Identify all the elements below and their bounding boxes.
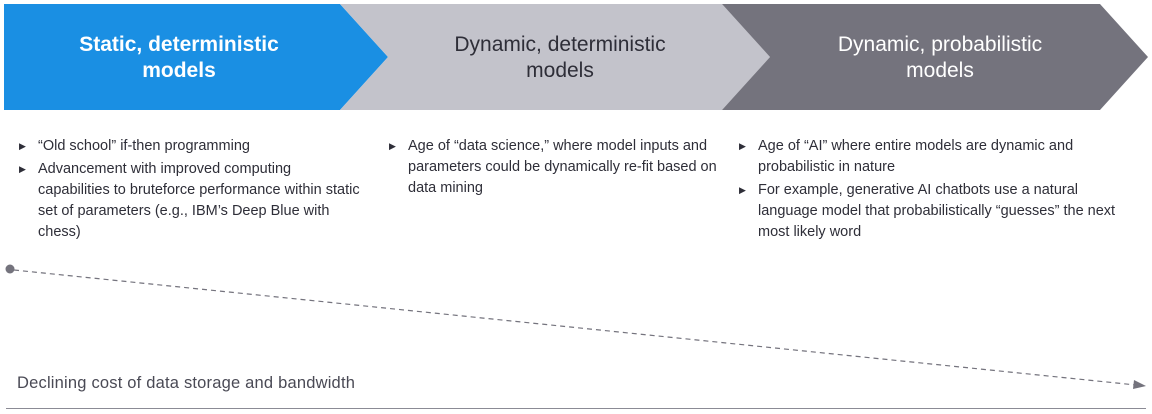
- triangle-right-icon: ▶: [19, 164, 26, 174]
- triangle-right-icon: ▶: [19, 141, 26, 151]
- list-item: ▶ Age of “data science,” where model inp…: [389, 138, 717, 196]
- dot-icon: [5, 264, 15, 274]
- chevron-stage-3: [722, 4, 1148, 110]
- list-item: ▶ Age of “AI” where entire models are dy…: [739, 138, 1074, 175]
- arrowhead-icon: [1133, 380, 1146, 389]
- triangle-right-icon: ▶: [739, 141, 746, 151]
- stage-3-title: Dynamic, probabilistic models: [837, 33, 1043, 82]
- process-chevrons: [4, 4, 1148, 110]
- trend-dashed-line: [13, 269, 1137, 386]
- divider: [6, 408, 1146, 409]
- stage-1-title: Static, deterministic models: [79, 33, 279, 82]
- chevron-stage-2: [340, 4, 770, 110]
- stage-1-bullets: ▶ “Old school” if-then programming ▶ Adv…: [16, 136, 361, 245]
- list-item: ▶ Advancement with improved computing ca…: [19, 161, 360, 240]
- list-item: ▶ “Old school” if-then programming: [16, 136, 361, 157]
- triangle-right-icon: ▶: [739, 185, 746, 195]
- stage-3-bullets: ▶ Age of “AI” where entire models are dy…: [736, 136, 1116, 245]
- trend-line: [5, 264, 1146, 389]
- stage-2-title: Dynamic, deterministic models: [454, 33, 666, 82]
- trend-label: Declining cost of data storage and bandw…: [17, 374, 356, 392]
- stage-2-bullets: ▶ Age of “data science,” where model inp…: [386, 136, 721, 201]
- chevron-stage-1: [4, 4, 388, 110]
- list-item: ▶ For example, generative AI chatbots us…: [739, 182, 1116, 240]
- triangle-right-icon: ▶: [389, 141, 396, 151]
